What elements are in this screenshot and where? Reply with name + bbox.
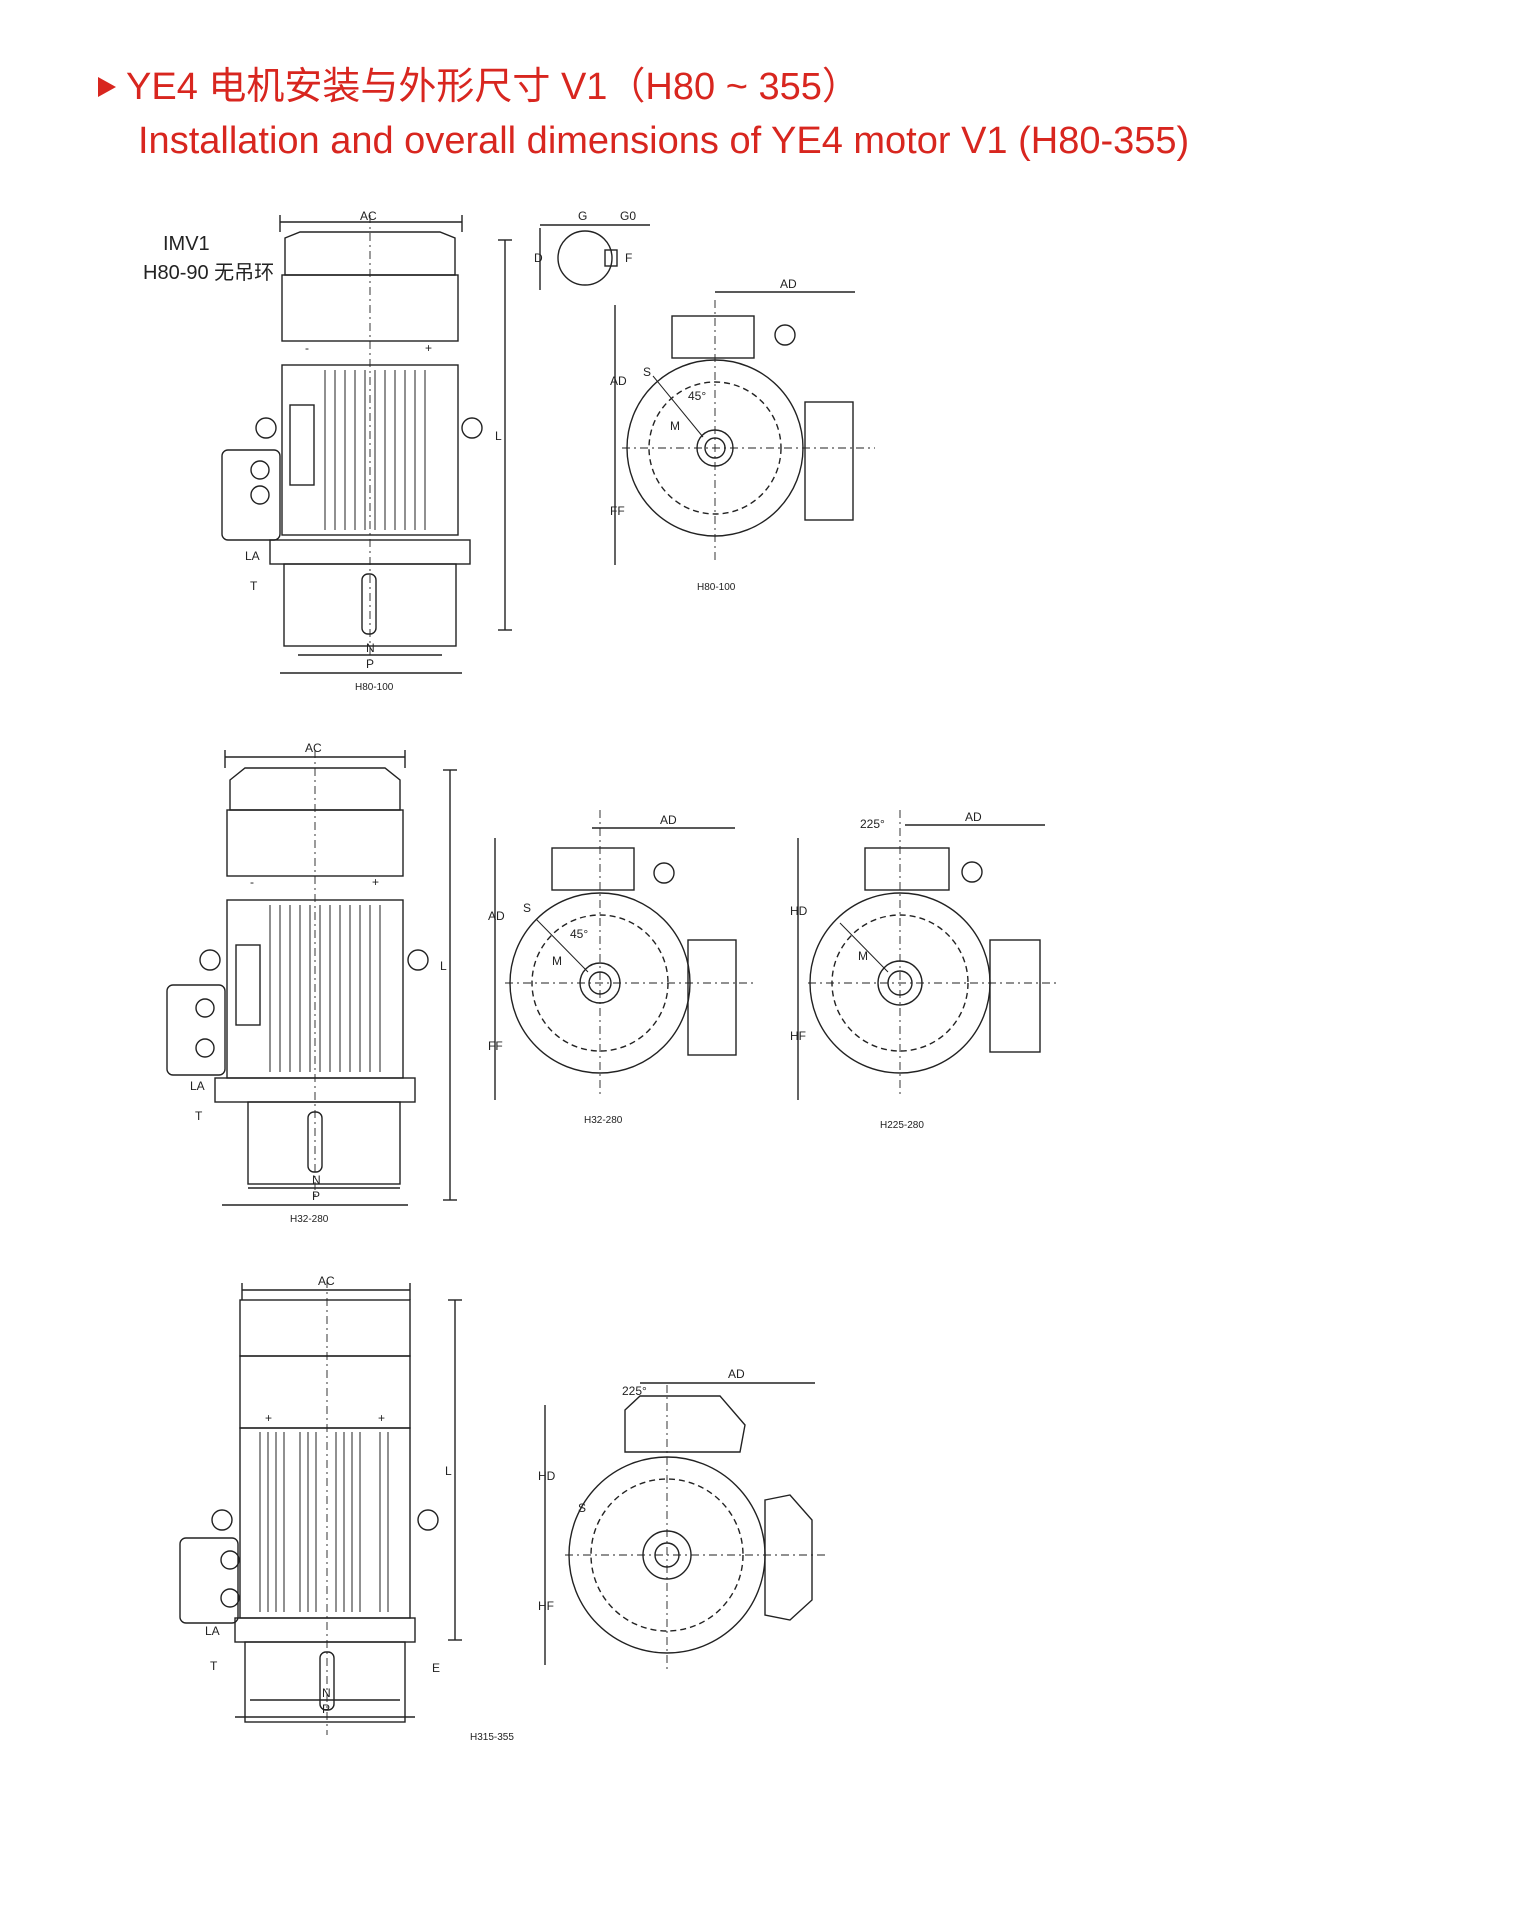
dim-t-label-3: T: [210, 1659, 218, 1673]
caption-end-h225-280: H225-280: [880, 1120, 924, 1131]
title-cn-line: YE4 电机安装与外形尺寸 V1（H80 ~ 355）: [98, 64, 1189, 110]
dim-e-label: E: [432, 1661, 440, 1675]
dim-f-label: F: [625, 251, 632, 265]
dim-hf-label-2: HF: [538, 1599, 554, 1613]
side-view-h32-280: AC - + L LA T N P H32-280: [166, 741, 457, 1225]
dim-ac-label-2: AC: [305, 741, 322, 755]
shaft-key-detail: G G0 D F: [534, 209, 650, 290]
dim-l-label-2: L: [440, 959, 447, 973]
dim-n-label-2: N: [312, 1173, 321, 1187]
dim-hd-label-2: HD: [538, 1469, 556, 1483]
page-heading: YE4 电机安装与外形尺寸 V1（H80 ~ 355） Installation…: [98, 64, 1189, 164]
dim-hf-label: HF: [790, 1029, 806, 1043]
dim-ad-label-6: AD: [728, 1367, 745, 1381]
dim-la-label-3: LA: [205, 1624, 220, 1638]
dim-s-label: S: [643, 365, 651, 379]
terminal-minus-2: -: [250, 875, 254, 889]
dim-s-label-3: S: [578, 1501, 586, 1515]
end-view-h80-100: AD M 45° S AD FF H80-100: [610, 277, 875, 593]
dim-s-label-2: S: [523, 901, 531, 915]
terminal-plus: +: [425, 341, 432, 355]
dim-p-label-3: P: [322, 1702, 330, 1716]
title-cn: YE4 电机安装与外形尺寸 V1（H80 ~ 355）: [126, 66, 860, 108]
side-view-h80-100: IMV1 H80-90 无吊环 AC - + L LA T N: [143, 209, 512, 693]
dim-ad-label-3: AD: [660, 813, 677, 827]
note-no-ring: H80-90 无吊环: [143, 262, 274, 284]
dim-l-label-3: L: [445, 1464, 452, 1478]
caption-h315-355: H315-355: [470, 1732, 514, 1743]
end-view-h32-280: AD M 45° S AD FF H32-280: [488, 810, 755, 1126]
dim-m-label: M: [670, 419, 680, 433]
terminal-plus-3: +: [265, 1411, 272, 1425]
dim-ac-label-5: AC: [318, 1274, 335, 1288]
bullet-triangle-icon: [98, 77, 116, 97]
dim-ff-label: FF: [610, 504, 625, 518]
dim-ad-label-4: AD: [965, 810, 982, 824]
caption-side-h80-100: H80-100: [355, 682, 394, 693]
dim-t-label: T: [250, 579, 258, 593]
dim-ff-label-2: FF: [488, 1039, 503, 1053]
dim-g-label: G: [578, 209, 587, 223]
title-en: Installation and overall dimensions of Y…: [138, 120, 1190, 162]
end-view-h315-355: AD 225° HD HF S: [538, 1367, 825, 1670]
angle-225-label: 225°: [860, 817, 885, 831]
side-view-h315-355: AC + + L LA T E N P H315-355: [179, 1274, 514, 1743]
dim-ad-label: AD: [780, 277, 797, 291]
dim-n-label: N: [366, 641, 375, 655]
terminal-plus-4: +: [378, 1411, 385, 1425]
dim-p-label-2: P: [312, 1189, 320, 1203]
dim-la-label-2: LA: [190, 1079, 205, 1093]
dim-p-label: P: [366, 657, 374, 671]
angle-45-label-2: 45°: [570, 927, 588, 941]
dim-ad-vert-label-2: AD: [488, 909, 505, 923]
angle-45-label: 45°: [688, 389, 706, 403]
caption-end-h32-280: H32-280: [584, 1115, 623, 1126]
terminal-minus: -: [305, 341, 309, 355]
dim-ad-vert-label: AD: [610, 374, 627, 388]
caption-side-h32-280: H32-280: [290, 1214, 329, 1225]
dim-m-label-3: M: [858, 949, 868, 963]
dim-t-label-2: T: [195, 1109, 203, 1123]
dim-g0-label: G0: [620, 209, 636, 223]
dim-la-label: LA: [245, 549, 260, 563]
angle-225-label-2: 225°: [622, 1384, 647, 1398]
dim-m-label-2: M: [552, 954, 562, 968]
dim-l-label: L: [495, 429, 502, 443]
terminal-plus-2: +: [372, 875, 379, 889]
caption-end-h80-100: H80-100: [697, 582, 736, 593]
dim-d-label: D: [534, 251, 543, 265]
dim-n-label-3: N: [322, 1686, 331, 1700]
end-view-h225-280: AD 225° M HD HF H225-280: [790, 810, 1058, 1131]
dim-hd-label: HD: [790, 904, 808, 918]
note-imv1: IMV1: [163, 233, 210, 255]
dim-ac-label: AC: [360, 209, 377, 223]
